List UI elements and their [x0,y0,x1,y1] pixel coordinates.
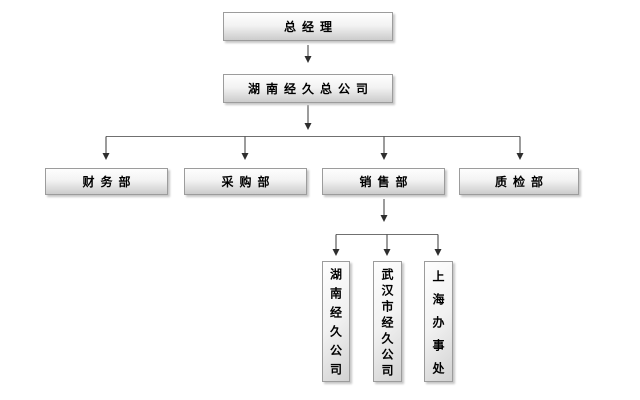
node-general-manager: 总经理 [223,12,393,41]
node-finance-label: 财务部 [82,175,137,189]
node-general-manager-label: 总经理 [283,20,338,34]
connector-hq-to-departments [102,105,524,160]
node-shanghai-office-label: 上海办事处 [431,269,445,385]
node-quality-label: 质检部 [494,175,549,189]
node-purchasing-department: 采购部 [184,168,307,195]
node-head-company: 湖南经久总公司 [223,74,393,103]
node-hunan-jingjiu-company: 湖南经久公司 [322,261,350,382]
node-wuhan-jingjiu-label: 武汉市经久公司 [380,267,394,380]
node-sales-department: 销售部 [322,168,445,195]
node-hunan-jingjiu-label: 湖南经久公司 [328,268,343,382]
node-finance-department: 财务部 [45,168,168,195]
node-shanghai-office: 上海办事处 [424,261,453,385]
node-sales-label: 销售部 [359,175,414,189]
node-quality-department: 质检部 [459,168,579,195]
node-purchasing-label: 采购部 [221,175,276,189]
node-head-company-label: 湖南经久总公司 [247,82,374,96]
connector-sales-to-subsidiaries [332,199,442,256]
connector-gm-to-hq [304,45,312,63]
node-wuhan-jingjiu-company: 武汉市经久公司 [373,261,402,382]
